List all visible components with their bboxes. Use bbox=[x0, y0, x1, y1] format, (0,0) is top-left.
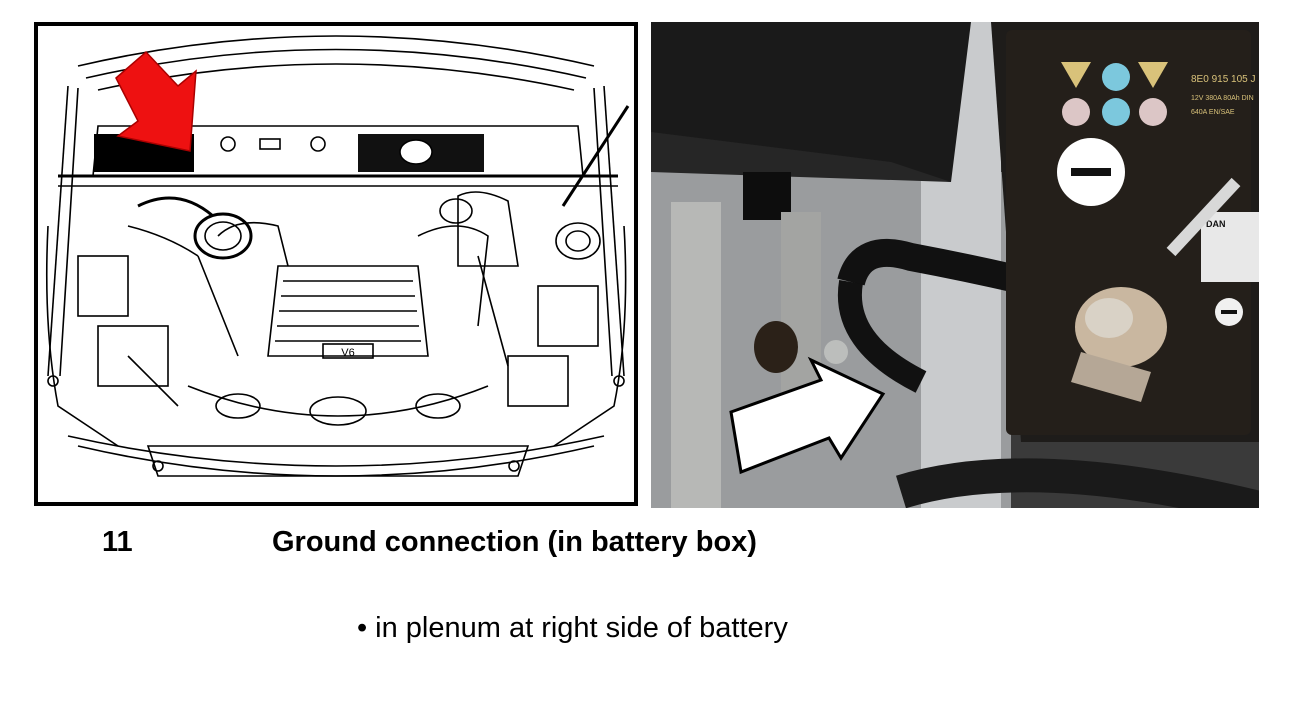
read-manual-icon bbox=[1102, 98, 1130, 126]
battery-brand-partial: DAN bbox=[1206, 219, 1226, 229]
keep-away-children-icon bbox=[1139, 98, 1167, 126]
battery-spec-line2: 640A EN/SAE bbox=[1191, 109, 1235, 116]
bullet-icon: • bbox=[357, 612, 368, 644]
no-fire-icon bbox=[1062, 98, 1090, 126]
battery-box-photo: 8E0 915 105 J 12V 380A 80Ah DIN 640A EN/… bbox=[651, 22, 1259, 508]
white-arrow-icon bbox=[729, 356, 886, 475]
item-title: Ground connection (in battery box) bbox=[272, 526, 757, 558]
eye-protection-icon bbox=[1102, 63, 1130, 91]
caution-triangle-icon bbox=[1138, 62, 1168, 88]
engine-bay-drawing: V6 bbox=[45, 35, 630, 477]
item-number: 11 bbox=[102, 526, 133, 558]
battery-spec-line1: 12V 380A 80Ah DIN bbox=[1191, 95, 1254, 102]
warning-triangle-icon bbox=[1061, 62, 1091, 88]
bullet-text: in plenum at right side of battery bbox=[375, 612, 788, 644]
red-arrow-icon bbox=[115, 50, 197, 152]
engine-label: V6 bbox=[341, 347, 354, 359]
battery-box-illustration: 8E0 915 105 J 12V 380A 80Ah DIN 640A EN/… bbox=[651, 22, 1259, 508]
bullet-item: •in plenum at right side of battery bbox=[357, 610, 788, 646]
minus-sign-icon bbox=[1071, 168, 1111, 176]
battery-part-number: 8E0 915 105 J bbox=[1191, 74, 1256, 85]
engine-bay-diagram: V6 bbox=[34, 22, 638, 506]
